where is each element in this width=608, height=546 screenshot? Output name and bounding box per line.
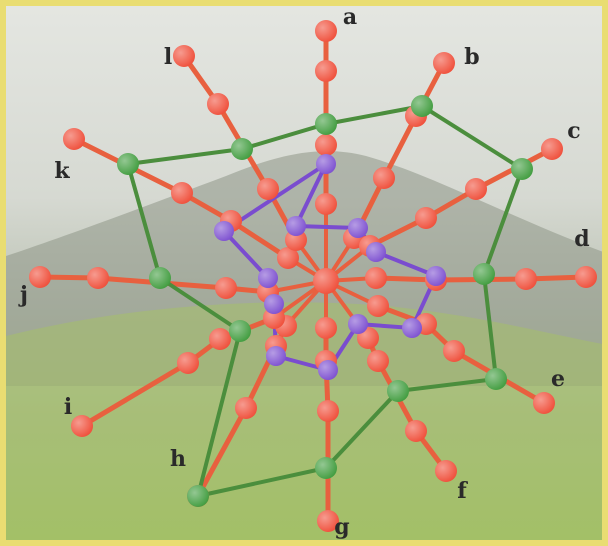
spoke-node-5-1-highlight	[367, 350, 389, 372]
purple-node-3-highlight	[366, 242, 386, 262]
spoke-node-3-0-highlight	[365, 267, 387, 289]
spoke-label-d: d	[574, 226, 589, 252]
spoke-node-10-2-highlight	[171, 182, 193, 204]
spoke-node-0-3-highlight	[315, 20, 337, 42]
spoke-node-10-3-highlight	[63, 128, 85, 150]
green-node-8-highlight	[229, 320, 251, 342]
green-node-9-highlight	[149, 267, 171, 289]
purple-node-9-highlight	[264, 294, 284, 314]
purple-node-4-highlight	[426, 266, 446, 286]
spoke-label-l: l	[164, 44, 172, 70]
green-node-5-highlight	[387, 380, 409, 402]
spoke-node-11-1-highlight	[257, 178, 279, 200]
spoke-node-7-2-highlight	[235, 397, 257, 419]
spoke-node-11-2-highlight	[207, 93, 229, 115]
spoke-node-3-2-highlight	[515, 268, 537, 290]
purple-node-8-highlight	[266, 346, 286, 366]
spoke-label-a: a	[343, 6, 357, 30]
spoke-node-0-1-highlight	[315, 134, 337, 156]
purple-node-5-highlight	[402, 318, 422, 338]
green-node-2-highlight	[511, 158, 533, 180]
purple-node-1-highlight	[286, 216, 306, 236]
spoke-label-e: e	[551, 366, 565, 392]
green-node-0-highlight	[315, 113, 337, 135]
spoke-node-6-0-highlight	[315, 317, 337, 339]
spoke-label-f: f	[457, 478, 468, 504]
green-node-4-highlight	[485, 368, 507, 390]
green-node-1-highlight	[411, 95, 433, 117]
green-node-10-highlight	[117, 153, 139, 175]
spoke-node-4-2-highlight	[443, 340, 465, 362]
purple-node-2-highlight	[348, 218, 368, 238]
spoke-node-9-3-highlight	[29, 266, 51, 288]
spoke-node-9-2-highlight	[87, 267, 109, 289]
purple-node-0-highlight	[316, 154, 336, 174]
spoke-node-5-3-highlight	[435, 460, 457, 482]
spoke-node-8-2-highlight	[177, 352, 199, 374]
spoke-label-i: i	[64, 394, 72, 420]
background-hill	[6, 302, 608, 546]
spoke-node-2-2-highlight	[465, 178, 487, 200]
spoke-node-2-1-highlight	[415, 207, 437, 229]
spoke-label-k: k	[54, 158, 70, 184]
molecular-network-diagram: a b c d e f g h i j k l	[6, 6, 608, 546]
green-node-11-highlight	[231, 138, 253, 160]
spoke-label-g: g	[334, 514, 349, 540]
purple-node-7-highlight	[318, 360, 338, 380]
center-node-highlight	[313, 268, 339, 294]
spoke-node-9-1-highlight	[215, 277, 237, 299]
spoke-node-2-3-highlight	[541, 138, 563, 160]
spoke-node-0-0-highlight	[315, 193, 337, 215]
spoke-label-c: c	[567, 118, 580, 144]
spoke-node-8-3-highlight	[71, 415, 93, 437]
spoke-node-8-1-highlight	[209, 328, 231, 350]
purple-node-10-highlight	[258, 268, 278, 288]
green-node-7-highlight	[187, 485, 209, 507]
purple-node-6-highlight	[348, 314, 368, 334]
green-node-3-highlight	[473, 263, 495, 285]
spoke-node-3-3-highlight	[575, 266, 597, 288]
spoke-label-b: b	[464, 44, 479, 70]
spoke-node-1-1-highlight	[373, 167, 395, 189]
spoke-label-j: j	[18, 282, 28, 308]
purple-node-11-highlight	[214, 221, 234, 241]
green-node-6-highlight	[315, 457, 337, 479]
spoke-node-11-3-highlight	[173, 45, 195, 67]
spoke-label-h: h	[170, 446, 186, 472]
spoke-node-4-3-highlight	[533, 392, 555, 414]
spoke-node-1-3-highlight	[433, 52, 455, 74]
spoke-node-5-2-highlight	[405, 420, 427, 442]
spoke-node-4-0-highlight	[367, 295, 389, 317]
spoke-node-6-2-highlight	[317, 400, 339, 422]
spoke-node-0-2-highlight	[315, 60, 337, 82]
